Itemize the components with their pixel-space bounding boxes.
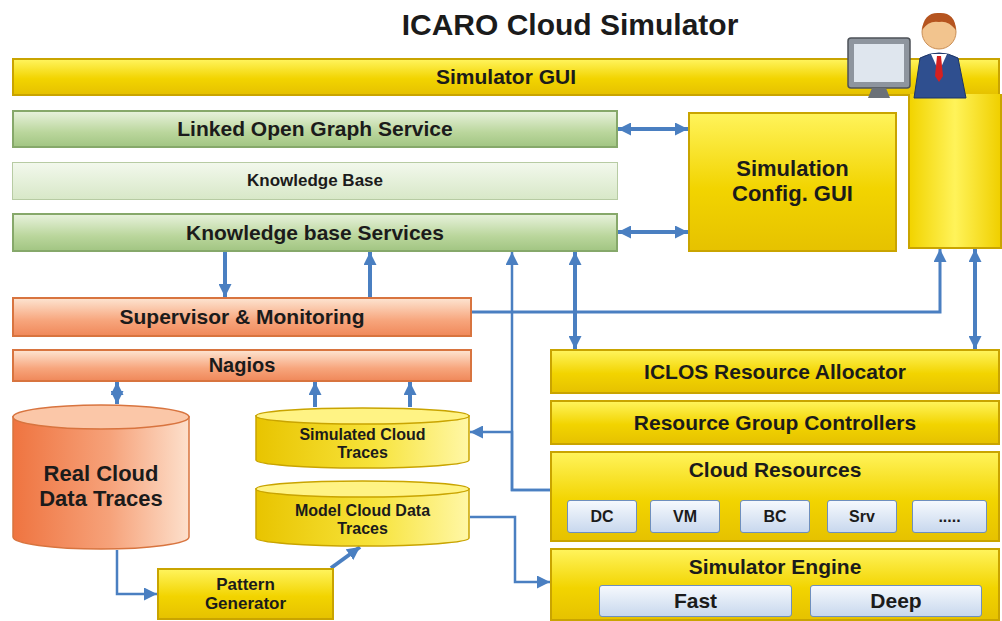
node-text: Knowledge base Services bbox=[186, 221, 444, 245]
node-text: Linked Open Graph Service bbox=[177, 117, 452, 141]
engine-mode: Fast bbox=[599, 585, 792, 617]
engine-group: Simulator EngineFast Deep bbox=[550, 548, 1000, 621]
connector-arrow bbox=[117, 550, 157, 594]
node-label: BC bbox=[763, 508, 786, 526]
node-label: Supervisor & Monitoring bbox=[119, 305, 364, 329]
connector-arrow bbox=[512, 252, 550, 490]
diagram-title: ICARO Cloud Simulator bbox=[290, 8, 850, 42]
node-text: Model Cloud Data Traces bbox=[288, 502, 438, 538]
node-label: Fast bbox=[674, 589, 717, 613]
node-label: Resource Group Controllers bbox=[634, 411, 916, 435]
node-text: Simulator GUI bbox=[436, 65, 576, 89]
resource-group: Cloud ResourcesDC VM BC Srv..... bbox=[550, 451, 1000, 542]
engine-mode: Deep bbox=[810, 585, 982, 617]
connector-arrow bbox=[618, 127, 688, 131]
process-box: Pattern Generator bbox=[157, 568, 334, 620]
data-store: Real Cloud Data Traces bbox=[12, 404, 190, 550]
resource-box: ..... bbox=[912, 500, 987, 533]
node-text: Simulation Config. GUI bbox=[703, 157, 883, 206]
node-text: BC bbox=[763, 508, 786, 526]
node-text: Cloud Resources bbox=[689, 458, 862, 482]
node-text: Srv bbox=[849, 508, 875, 526]
cylinder-top bbox=[256, 408, 469, 424]
connector-arrow bbox=[470, 432, 550, 490]
node-label: ..... bbox=[938, 508, 960, 526]
connector-arrow bbox=[573, 252, 577, 349]
node-label: Srv bbox=[849, 508, 875, 526]
cylinder-top bbox=[256, 481, 469, 497]
node-text: DC bbox=[590, 508, 613, 526]
node-text: Supervisor & Monitoring bbox=[119, 305, 364, 329]
node-label: Linked Open Graph Service bbox=[177, 117, 452, 141]
connector-arrow bbox=[368, 252, 372, 297]
node-label: Simulator GUI bbox=[436, 65, 576, 89]
person-body bbox=[914, 53, 966, 98]
node-label: Real Cloud Data Traces bbox=[31, 462, 171, 511]
node-text: ..... bbox=[938, 508, 960, 526]
resource-box: VM bbox=[650, 500, 720, 533]
monitor-stand bbox=[868, 88, 890, 98]
allocator-band: ICLOS Resource Allocator bbox=[550, 349, 1000, 394]
node-label: Knowledge base Services bbox=[186, 221, 444, 245]
node-label: Simulated Cloud Traces bbox=[288, 426, 438, 462]
person-tie bbox=[935, 56, 943, 82]
cylinder-top bbox=[13, 405, 189, 429]
node-label: VM bbox=[673, 508, 697, 526]
node-text: ICLOS Resource Allocator bbox=[644, 360, 906, 384]
node-label: Nagios bbox=[209, 354, 276, 376]
node-label: ICLOS Resource Allocator bbox=[644, 360, 906, 384]
node-label: Simulator Engine bbox=[689, 555, 862, 579]
node-text: Simulated Cloud Traces bbox=[288, 426, 438, 462]
resource-box: BC bbox=[740, 500, 810, 533]
person-hair bbox=[922, 13, 956, 30]
data-store: Simulated Cloud Traces bbox=[255, 407, 470, 469]
monitor-screen bbox=[854, 44, 904, 82]
node-text: Simulator Engine bbox=[689, 555, 862, 579]
connector-arrow bbox=[973, 249, 977, 349]
gui-band: Simulator GUI bbox=[12, 58, 1000, 96]
resource-box: Srv bbox=[827, 500, 897, 533]
node-text: Knowledge Base bbox=[247, 171, 383, 190]
config-box: Simulation Config. GUI bbox=[688, 112, 897, 252]
node-text: Fast bbox=[674, 589, 717, 613]
controller-band: Resource Group Controllers bbox=[550, 400, 1000, 445]
node-text: Nagios bbox=[209, 354, 276, 376]
knowledge-band: Knowledge Base bbox=[12, 162, 618, 200]
node-text: VM bbox=[673, 508, 697, 526]
data-store: Model Cloud Data Traces bbox=[255, 480, 470, 547]
node-text: Real Cloud Data Traces bbox=[31, 462, 171, 511]
connector-arrow bbox=[472, 249, 940, 312]
connector-arrow bbox=[223, 252, 227, 297]
connector-arrow bbox=[408, 382, 412, 407]
user-icon bbox=[834, 2, 1002, 102]
node-label: Cloud Resources bbox=[689, 458, 862, 482]
node-label: Simulation Config. GUI bbox=[703, 157, 883, 206]
connector-arrow bbox=[115, 382, 119, 404]
resource-box: DC bbox=[567, 500, 637, 533]
connector-arrow bbox=[313, 382, 317, 407]
node-label: DC bbox=[590, 508, 613, 526]
node-label: Pattern Generator bbox=[176, 575, 316, 613]
gui-column bbox=[908, 94, 1002, 249]
monitor-band: Supervisor & Monitoring bbox=[12, 297, 472, 337]
connector-arrow bbox=[331, 547, 360, 568]
monitor-frame bbox=[848, 38, 910, 88]
monitor-band: Nagios bbox=[12, 349, 472, 382]
node-label: Model Cloud Data Traces bbox=[288, 502, 438, 538]
service-band: Linked Open Graph Service bbox=[12, 110, 618, 148]
connector-arrow bbox=[618, 230, 688, 234]
node-label: Knowledge Base bbox=[247, 171, 383, 190]
node-text: Resource Group Controllers bbox=[634, 411, 916, 435]
node-text: Pattern Generator bbox=[176, 575, 316, 613]
service-band: Knowledge base Services bbox=[12, 213, 618, 252]
node-text: Deep bbox=[870, 589, 921, 613]
node-label: Deep bbox=[870, 589, 921, 613]
connector-arrow bbox=[470, 517, 550, 582]
cylinder-body bbox=[13, 416, 189, 549]
